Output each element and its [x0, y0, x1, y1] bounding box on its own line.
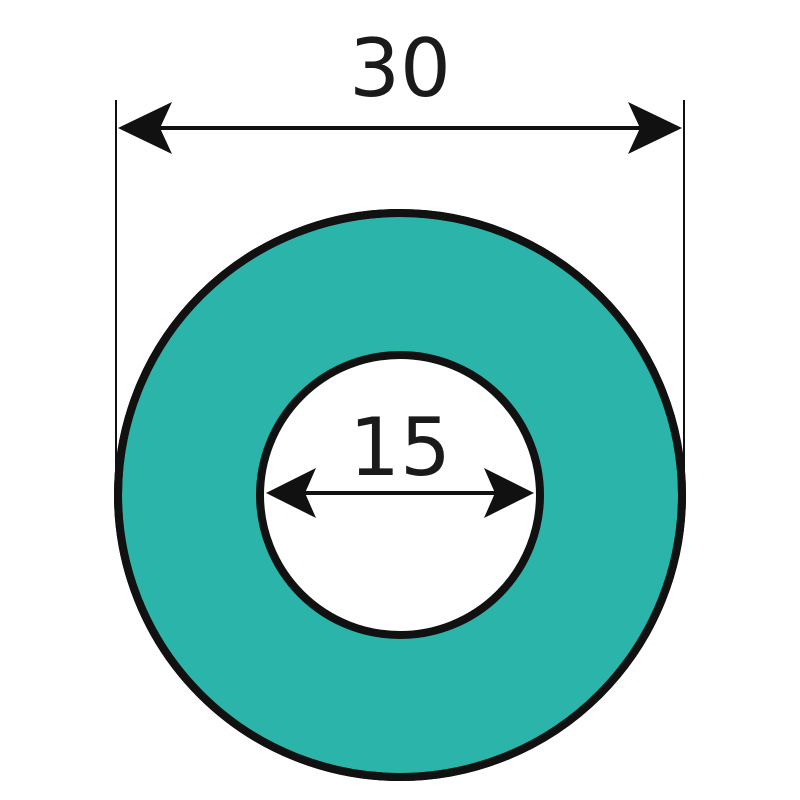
inner-arrowhead-right	[484, 468, 534, 518]
inner-arrowhead-left	[266, 468, 316, 518]
outer-arrowhead-right	[628, 102, 682, 154]
inner-diameter-label: 15	[349, 401, 451, 494]
outer-arrowhead-left	[118, 102, 172, 154]
washer-outer-edge	[114, 209, 686, 781]
outer-diameter-label: 30	[349, 22, 451, 115]
